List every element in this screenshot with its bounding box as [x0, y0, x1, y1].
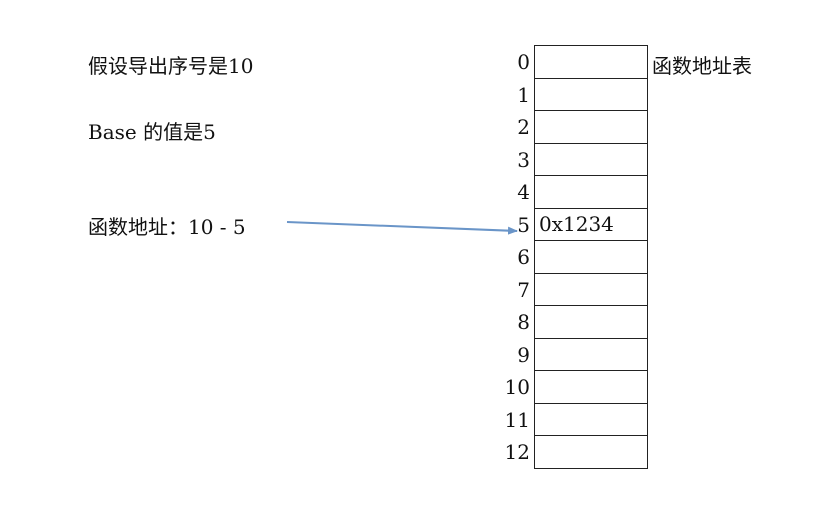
table-cell — [534, 240, 648, 273]
table-cell — [534, 110, 648, 143]
table-cell — [534, 370, 648, 403]
statement-export-ordinal: 假设导出序号是10 — [88, 54, 254, 78]
arrow-line — [286, 221, 518, 235]
table-cell — [534, 175, 648, 208]
row-index: 0 — [517, 50, 530, 74]
table-row: 10 — [505, 370, 648, 403]
row-index: 4 — [517, 180, 530, 204]
row-index: 9 — [517, 342, 530, 367]
row-index: 8 — [517, 310, 530, 334]
statement-base-value: Base 的值是5 — [88, 120, 216, 144]
row-index: 11 — [504, 407, 530, 432]
table-cell — [534, 142, 648, 175]
table-cell — [534, 45, 648, 78]
table-row: 1 — [517, 77, 648, 110]
table-row: 6 — [517, 240, 648, 273]
table-row: 3 — [517, 142, 648, 175]
table-row: 8 — [517, 305, 648, 338]
row-index: 6 — [517, 245, 530, 269]
table-row: 2 — [517, 110, 648, 143]
table-cell — [534, 272, 648, 305]
row-index: 3 — [517, 147, 530, 172]
row-index: 12 — [504, 440, 530, 464]
table-row: 7 — [517, 272, 648, 305]
table-cell — [534, 337, 648, 370]
table-cell — [534, 435, 648, 469]
row-index: 7 — [517, 277, 530, 302]
table-cell — [534, 77, 648, 110]
table-cell: 0x1234 — [534, 207, 648, 240]
row-index: 5 — [517, 212, 530, 237]
row-index: 10 — [504, 375, 530, 399]
table-title: 函数地址表 — [652, 54, 752, 78]
statement-function-address: 函数地址：10 - 5 — [88, 215, 246, 239]
row-index: 1 — [517, 82, 530, 107]
table-cell — [534, 402, 648, 435]
table-row: 12 — [505, 435, 648, 469]
table-row: 9 — [517, 337, 648, 370]
table-row: 4 — [517, 175, 648, 208]
table-row: 0 — [517, 45, 648, 78]
table-cell — [534, 305, 648, 338]
row-index: 2 — [517, 115, 530, 139]
table-row: 11 — [505, 402, 648, 435]
